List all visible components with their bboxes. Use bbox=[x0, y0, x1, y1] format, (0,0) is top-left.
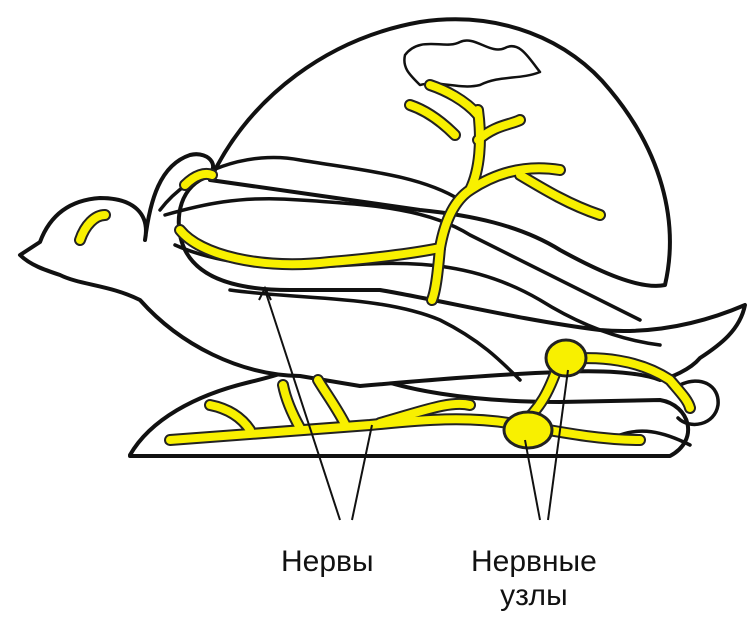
label-nerves: Нервы bbox=[281, 545, 374, 579]
ganglion-pedal bbox=[504, 412, 552, 448]
ganglion-cerebral bbox=[546, 340, 586, 376]
label-ganglia: Нервные узлы bbox=[471, 545, 597, 613]
label-ganglia-line1: Нервные bbox=[471, 545, 597, 578]
label-ganglia-line2: узлы bbox=[471, 579, 597, 613]
